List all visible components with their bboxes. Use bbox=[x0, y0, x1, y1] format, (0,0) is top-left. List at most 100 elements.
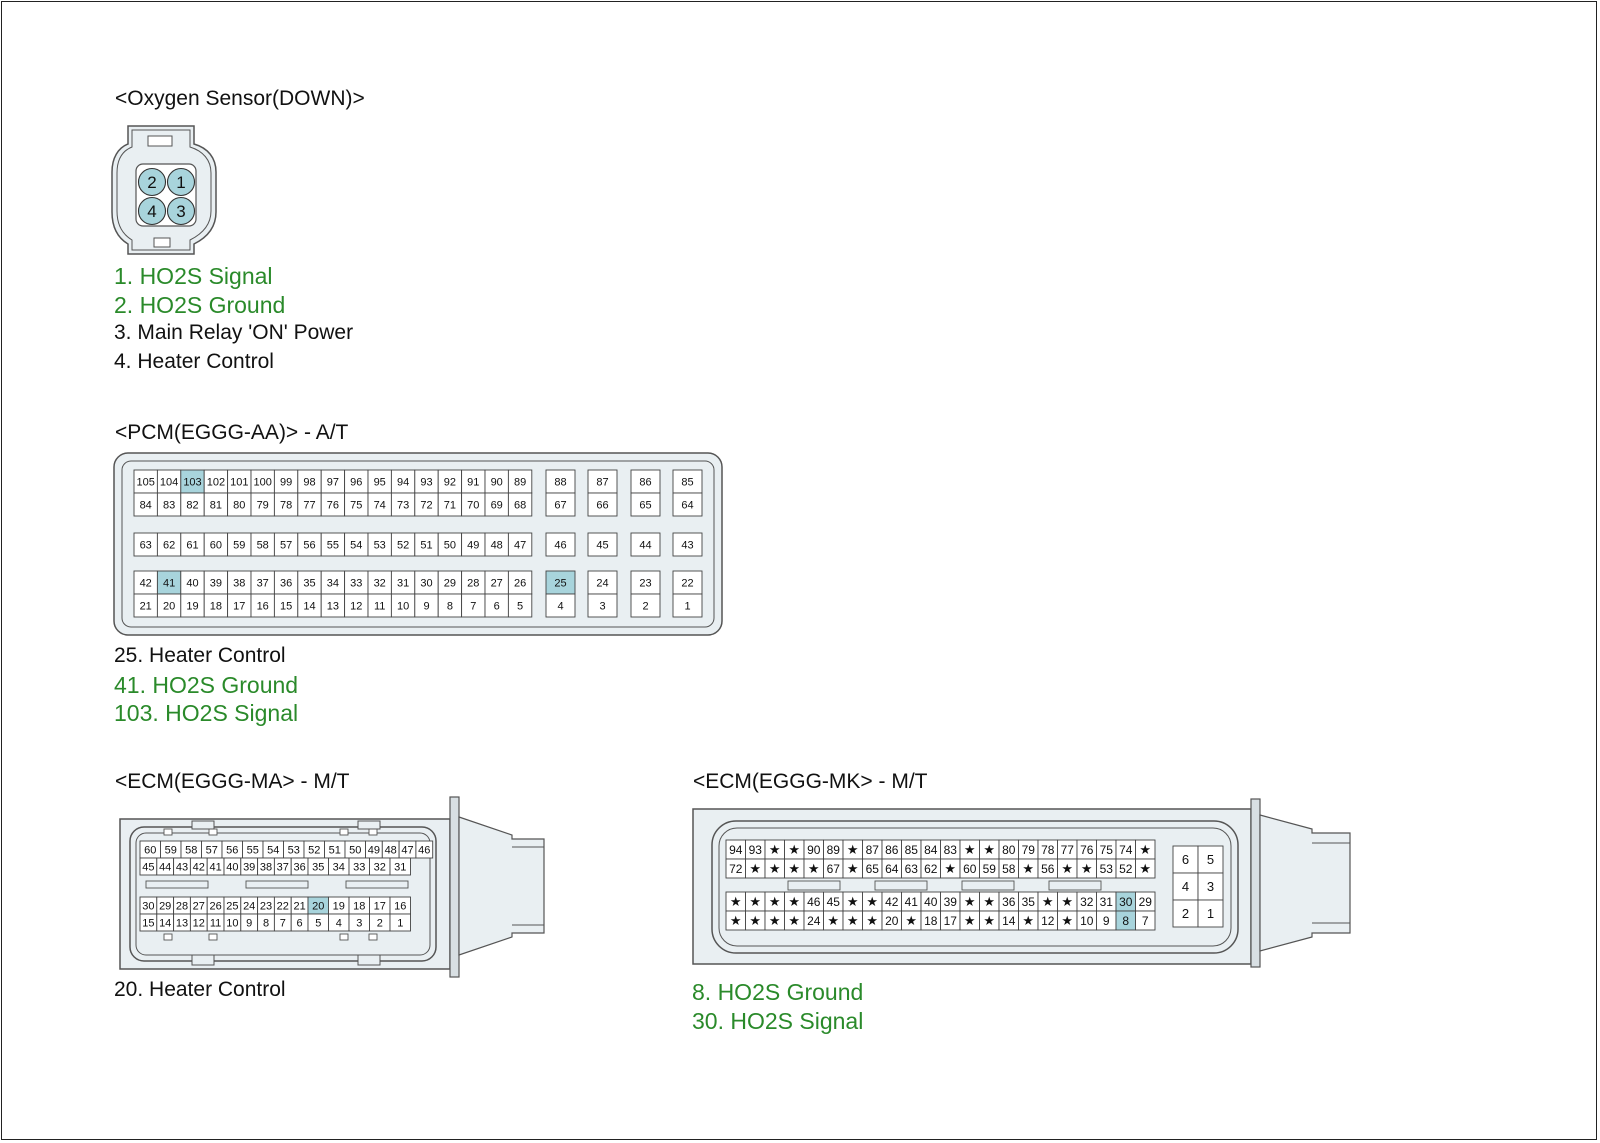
pin-label: ★ bbox=[749, 861, 761, 876]
pin-label: 89 bbox=[827, 843, 841, 857]
pin-label: 39 bbox=[944, 895, 958, 909]
pin-label: 99 bbox=[280, 476, 292, 488]
pin-label: 35 bbox=[303, 577, 315, 589]
pin-label: 94 bbox=[397, 476, 409, 488]
pin-label: 78 bbox=[280, 499, 292, 511]
pin-label: 1 bbox=[397, 917, 403, 929]
pin-label: 87 bbox=[596, 476, 608, 488]
pin-label: 4 bbox=[1182, 879, 1189, 894]
pin-label: 48 bbox=[385, 844, 397, 856]
pin-46 bbox=[545, 532, 576, 557]
pin-label: 7 bbox=[1142, 914, 1149, 928]
pin-45 bbox=[587, 532, 618, 557]
pin-label: 3 bbox=[1207, 879, 1214, 894]
pin-label: 48 bbox=[491, 539, 503, 551]
pin-label: 60 bbox=[210, 539, 222, 551]
ecm-mk-legend-item: 8. HO2S Ground bbox=[692, 979, 864, 1005]
pin-label: 16 bbox=[257, 600, 269, 612]
pin-label: 41 bbox=[209, 861, 221, 873]
pin-68 bbox=[507, 492, 533, 517]
pin-label: 53 bbox=[374, 539, 386, 551]
pin-label: 15 bbox=[280, 600, 292, 612]
pin-label: 25 bbox=[554, 577, 566, 589]
pin-label: 98 bbox=[303, 476, 315, 488]
pin-label: 18 bbox=[210, 600, 222, 612]
pin-label: ★ bbox=[769, 913, 781, 928]
pin-65 bbox=[630, 492, 661, 517]
pin-43 bbox=[672, 532, 703, 557]
pin-label: ★ bbox=[1061, 861, 1073, 876]
pin-label: 80 bbox=[1002, 843, 1016, 857]
pin-label: 39 bbox=[243, 861, 255, 873]
pin-label: 31 bbox=[397, 577, 409, 589]
pin-label: 36 bbox=[280, 577, 292, 589]
pin-label: 57 bbox=[206, 844, 218, 856]
pin-label: ★ bbox=[749, 913, 761, 928]
pin-2 bbox=[630, 593, 661, 618]
pin-label: ★ bbox=[730, 913, 742, 928]
pcm-housing-inner bbox=[121, 460, 715, 628]
pin-label: 30 bbox=[1119, 895, 1133, 909]
pin-label: ★ bbox=[1022, 913, 1034, 928]
pin-label: 12 bbox=[193, 917, 205, 929]
pin-label: ★ bbox=[1061, 894, 1073, 909]
pin-label: ★ bbox=[808, 861, 820, 876]
pin-label: 89 bbox=[514, 476, 526, 488]
pin-64 bbox=[672, 492, 703, 517]
pin-label: 63 bbox=[905, 862, 919, 876]
pin-label: 5 bbox=[517, 600, 523, 612]
pin-label: 35 bbox=[312, 861, 324, 873]
pin-label: 85 bbox=[681, 476, 693, 488]
pin-1 bbox=[1197, 899, 1224, 928]
pin-label: 49 bbox=[467, 539, 479, 551]
pin-label: ★ bbox=[944, 861, 956, 876]
ecm-ma-cable-boot bbox=[458, 816, 545, 956]
pin-label: 100 bbox=[254, 476, 272, 488]
pin-label: 57 bbox=[280, 539, 292, 551]
pin-label: 50 bbox=[349, 844, 361, 856]
pin-label: 33 bbox=[353, 861, 365, 873]
pin-label: 23 bbox=[639, 577, 651, 589]
pin-label: 1 bbox=[176, 173, 185, 192]
pin-label: 21 bbox=[293, 900, 305, 912]
pin-label: ★ bbox=[983, 894, 995, 909]
pin-label: 31 bbox=[394, 861, 406, 873]
pin-label: 74 bbox=[374, 499, 386, 511]
pin-label: 43 bbox=[681, 539, 693, 551]
pin-label: 46 bbox=[554, 539, 566, 551]
pin-label: 52 bbox=[1119, 862, 1133, 876]
pin-label: 45 bbox=[142, 861, 154, 873]
pin-label: 17 bbox=[374, 900, 386, 912]
pcm-legend-item: 25. Heater Control bbox=[114, 644, 286, 667]
pin-label: 75 bbox=[350, 499, 362, 511]
connector-housing-inner bbox=[116, 129, 212, 251]
pin-label: 17 bbox=[233, 600, 245, 612]
pin-label: 45 bbox=[827, 895, 841, 909]
pin-label: 9 bbox=[1103, 914, 1110, 928]
pin-label: 59 bbox=[233, 539, 245, 551]
pin-label: 28 bbox=[176, 900, 188, 912]
pin-label: 65 bbox=[866, 862, 880, 876]
pin-label: 37 bbox=[257, 577, 269, 589]
pin-label: ★ bbox=[769, 842, 781, 857]
pin-label: ★ bbox=[769, 861, 781, 876]
pin-label: ★ bbox=[964, 894, 976, 909]
pin-label: 105 bbox=[137, 476, 155, 488]
pin-label: 6 bbox=[297, 917, 303, 929]
pin-label: 62 bbox=[924, 862, 938, 876]
pin-label: 64 bbox=[885, 862, 899, 876]
ecm-mk-housing-inner2 bbox=[718, 827, 1232, 947]
pin-label: 2 bbox=[1182, 906, 1189, 921]
pin-label: ★ bbox=[964, 913, 976, 928]
pin-label: 61 bbox=[186, 539, 198, 551]
pin-label: ★ bbox=[788, 913, 800, 928]
pin-label: 65 bbox=[639, 499, 651, 511]
pin-label: 58 bbox=[1002, 862, 1016, 876]
pin-label: ★ bbox=[788, 842, 800, 857]
pin-3 bbox=[166, 196, 196, 226]
pin-label: 32 bbox=[374, 577, 386, 589]
pin-label: 37 bbox=[277, 861, 289, 873]
